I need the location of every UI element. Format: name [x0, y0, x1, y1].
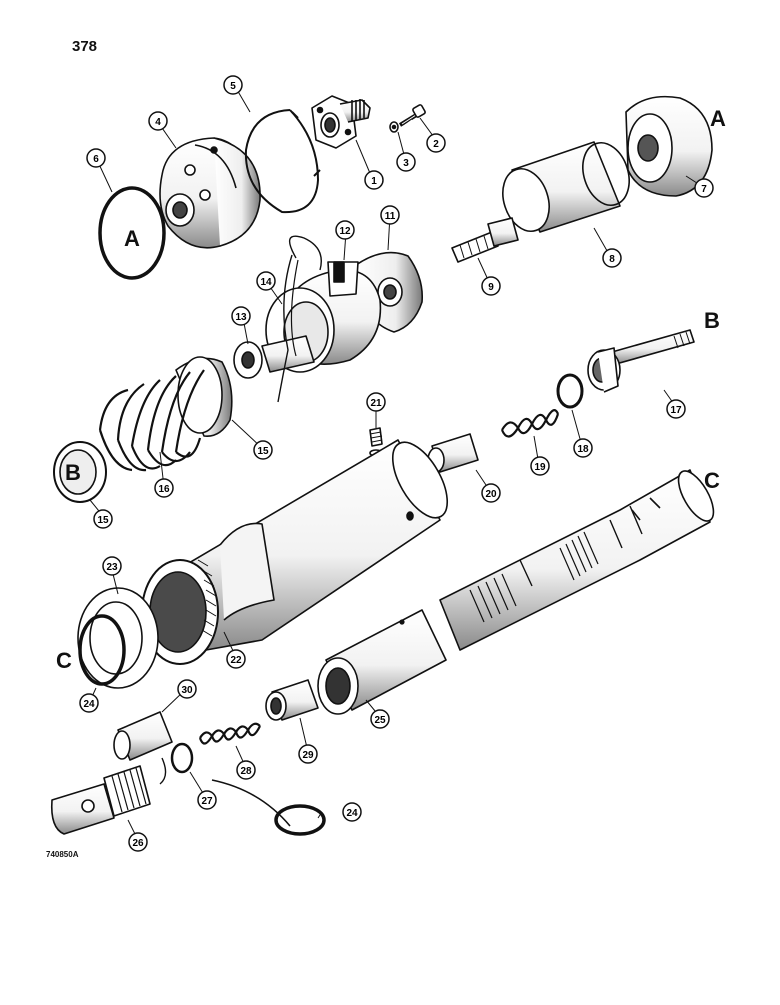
callout-26: 26 [128, 832, 148, 852]
ref-c-left: C [56, 648, 72, 673]
reference-letters: A A B B C C [56, 106, 726, 673]
callout-29: 29 [298, 744, 318, 764]
svg-text:30: 30 [181, 685, 193, 696]
callout-3: 3 [396, 152, 416, 172]
callout-7: 7 [694, 178, 714, 198]
svg-text:22: 22 [230, 655, 242, 666]
part-clevis [50, 765, 151, 835]
ref-a-left: A [124, 226, 140, 251]
callout-19: 19 [530, 456, 550, 476]
callout-22: 22 [226, 649, 246, 669]
svg-text:28: 28 [240, 766, 252, 777]
part-spool-sleeve [317, 609, 447, 715]
svg-text:29: 29 [302, 750, 314, 761]
ref-b-left: B [65, 460, 81, 485]
svg-text:11: 11 [385, 211, 396, 222]
part-spring-assembly [53, 356, 233, 503]
callout-28: 28 [236, 760, 256, 780]
svg-text:18: 18 [577, 444, 589, 455]
callout-20: 20 [481, 483, 501, 503]
callout-15-lower: 15 [93, 509, 113, 529]
callout-12: 12 [335, 220, 355, 240]
part-valve-assembly [233, 235, 424, 403]
callout-11: 11 [380, 205, 400, 225]
page-number: 378 [72, 38, 98, 55]
part-o-ring-large [98, 186, 166, 280]
part-flange-fitting [311, 95, 371, 149]
svg-text:4: 4 [155, 117, 161, 128]
svg-text:14: 14 [260, 277, 272, 288]
svg-text:9: 9 [488, 282, 494, 293]
svg-text:16: 16 [158, 484, 170, 495]
callout-9: 9 [481, 276, 501, 296]
svg-text:26: 26 [132, 838, 144, 849]
svg-text:24: 24 [346, 808, 358, 819]
part-snap-ring [244, 109, 321, 214]
svg-text:19: 19 [534, 462, 546, 473]
svg-text:20: 20 [485, 489, 497, 500]
part-end-cap [625, 95, 713, 197]
svg-text:13: 13 [235, 312, 247, 323]
svg-text:5: 5 [230, 81, 236, 92]
callout-16: 16 [154, 478, 174, 498]
svg-text:3: 3 [403, 158, 409, 169]
callout-21: 21 [366, 392, 386, 412]
part-valve-spool [439, 469, 715, 651]
svg-text:12: 12 [339, 226, 351, 237]
ref-b-right: B [704, 308, 720, 333]
callout-27: 27 [197, 790, 217, 810]
svg-text:23: 23 [106, 562, 118, 573]
callout-2: 2 [426, 133, 446, 153]
svg-text:27: 27 [201, 796, 213, 807]
svg-text:1: 1 [371, 176, 377, 187]
callout-1: 1 [364, 170, 384, 190]
part-sleeve [502, 141, 630, 233]
callout-24-left: 24 [79, 693, 99, 713]
callout-group: 1 2 3 4 5 6 7 8 9 11 12 13 14 15 15 16 1… [79, 75, 714, 852]
svg-text:2: 2 [433, 139, 439, 150]
svg-text:7: 7 [701, 184, 707, 195]
svg-text:15: 15 [97, 515, 109, 526]
callout-6: 6 [86, 148, 106, 168]
callout-4: 4 [148, 111, 168, 131]
part-cylinder-body [141, 439, 449, 665]
callout-15-upper: 15 [253, 440, 273, 460]
figure-code: 740850A [46, 850, 79, 859]
part-adjusting-screw [451, 217, 519, 263]
callout-5: 5 [223, 75, 243, 95]
part-seal-ring [77, 587, 159, 689]
svg-text:24: 24 [83, 699, 95, 710]
part-cylinder-head [159, 137, 261, 249]
callout-17: 17 [666, 399, 686, 419]
svg-text:21: 21 [370, 398, 382, 409]
svg-text:6: 6 [93, 154, 99, 165]
callout-18: 18 [573, 438, 593, 458]
callout-23: 23 [102, 556, 122, 576]
callout-25: 25 [370, 709, 390, 729]
svg-text:17: 17 [670, 405, 682, 416]
callout-30: 30 [177, 679, 197, 699]
callout-24-right: 24 [342, 802, 362, 822]
svg-text:25: 25 [374, 715, 386, 726]
part-bolt-and-washer [389, 104, 426, 133]
callout-14: 14 [256, 271, 276, 291]
callout-8: 8 [602, 248, 622, 268]
part-adjuster [427, 329, 695, 473]
svg-text:15: 15 [257, 446, 269, 457]
svg-text:8: 8 [609, 254, 615, 265]
part-small-components [113, 679, 326, 836]
ref-a-right: A [710, 106, 726, 131]
ref-c-right: C [704, 468, 720, 493]
callout-13: 13 [231, 306, 251, 326]
